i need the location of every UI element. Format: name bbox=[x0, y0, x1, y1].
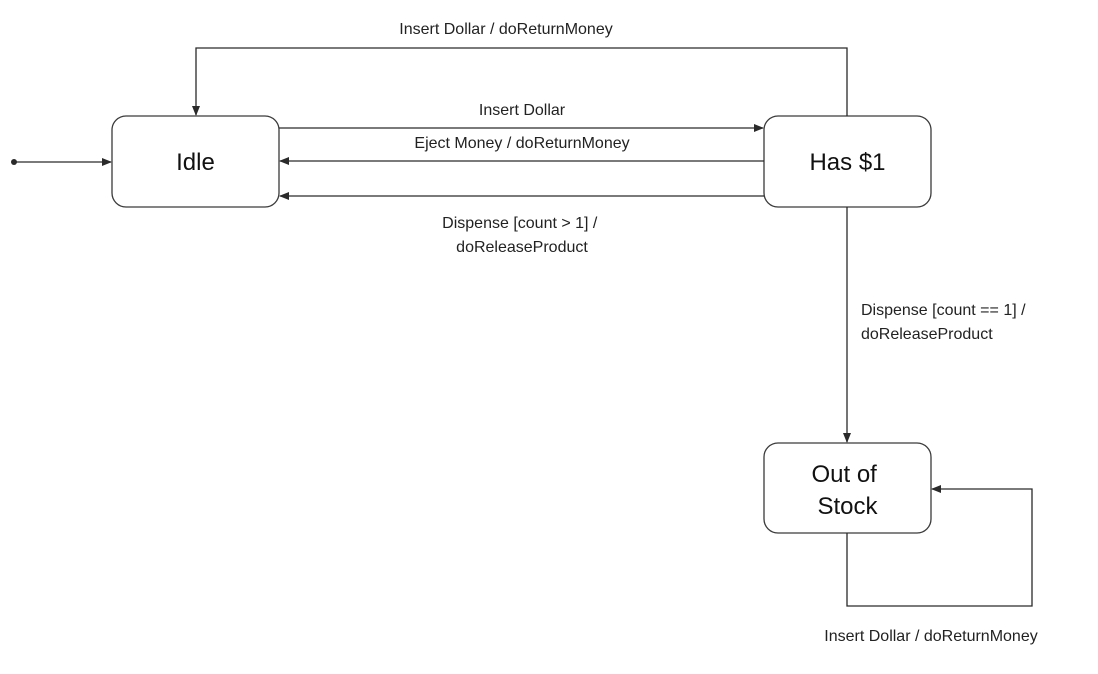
state-idle-label: Idle bbox=[176, 149, 215, 176]
state-out-of-stock-label: Out of Stock bbox=[811, 461, 883, 520]
transition-has1-to-out-of-stock-label-line-1: Dispense [count == 1] / bbox=[861, 302, 1026, 319]
transition-idle-to-has1: Insert Dollar bbox=[279, 102, 764, 132]
transition-has1-to-idle-eject-label: Eject Money / doReturnMoney bbox=[414, 135, 629, 152]
transition-has1-to-out-of-stock: Dispense [count == 1] / doReleaseProduct bbox=[843, 207, 1030, 443]
initial-state bbox=[11, 158, 112, 166]
state-out-of-stock-label-line-1: Out of bbox=[811, 461, 877, 488]
transition-idle-to-has1-label: Insert Dollar bbox=[479, 102, 566, 119]
transition-out-of-stock-self-arrow bbox=[846, 485, 1033, 607]
transition-has1-to-idle-top-arrow bbox=[192, 47, 848, 116]
state-has-1-label: Has $1 bbox=[809, 149, 885, 176]
transition-has1-to-idle-dispense-label-line-1: Dispense [count > 1] / bbox=[442, 215, 598, 232]
state-has-1: Has $1 bbox=[763, 115, 932, 208]
transition-has1-to-idle-top-label: Insert Dollar / doReturnMoney bbox=[399, 21, 612, 38]
transition-out-of-stock-self: Insert Dollar / doReturnMoney bbox=[824, 485, 1038, 645]
transition-has1-to-out-of-stock-label: Dispense [count == 1] / doReleaseProduct bbox=[861, 302, 1030, 343]
transition-has1-to-idle-top: Insert Dollar / doReturnMoney bbox=[192, 21, 848, 116]
transition-has1-to-idle-dispense-label-line-2: doReleaseProduct bbox=[456, 239, 588, 256]
transition-has1-to-out-of-stock-label-line-2: doReleaseProduct bbox=[861, 326, 993, 343]
transition-out-of-stock-self-label: Insert Dollar / doReturnMoney bbox=[824, 628, 1037, 645]
state-out-of-stock-label-line-2: Stock bbox=[817, 493, 878, 520]
state-out-of-stock: Out of Stock bbox=[763, 442, 932, 534]
transition-has1-to-idle-dispense-label: Dispense [count > 1] / doReleaseProduct bbox=[442, 215, 602, 256]
transition-has1-to-idle-eject: Eject Money / doReturnMoney bbox=[279, 135, 764, 165]
state-idle: Idle bbox=[111, 115, 280, 208]
transition-has1-to-idle-dispense: Dispense [count > 1] / doReleaseProduct bbox=[279, 192, 764, 256]
